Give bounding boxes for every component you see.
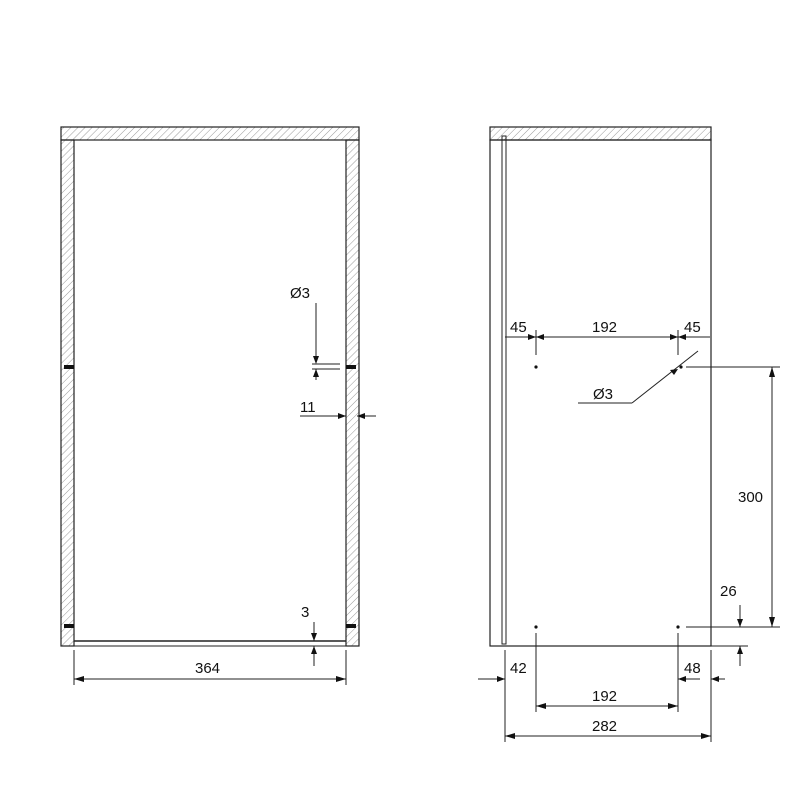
pin-marker xyxy=(346,624,356,628)
front-left-side xyxy=(60,139,75,647)
front-364-label: 364 xyxy=(195,660,220,677)
pin-marker xyxy=(64,624,74,628)
side-26-label: 26 xyxy=(720,583,737,600)
side-282-dim: 282 xyxy=(505,718,711,739)
side-300-label: 300 xyxy=(738,489,763,506)
side-view: 45 192 45 Ø3 300 26 xyxy=(478,126,780,742)
side-45-right-label: 45 xyxy=(684,319,701,336)
side-body xyxy=(489,139,712,647)
side-192-top-label: 192 xyxy=(592,319,617,336)
front-diameter-dim: Ø3 xyxy=(290,285,340,380)
side-48-label: 48 xyxy=(684,660,701,677)
hole-dot xyxy=(676,625,680,629)
front-diameter-label: Ø3 xyxy=(290,285,310,302)
front-right-side xyxy=(345,139,360,647)
side-door-strip xyxy=(501,135,507,645)
side-diameter-label: Ø3 xyxy=(593,386,613,403)
side-45-left-label: 45 xyxy=(510,319,527,336)
front-364-dim: 364 xyxy=(73,650,347,685)
side-42-label: 42 xyxy=(510,660,527,677)
side-top-panel xyxy=(489,126,712,141)
side-top-dims: 45 192 45 xyxy=(505,319,710,355)
front-11-dim: 11 xyxy=(300,399,376,419)
pin-marker xyxy=(346,365,356,369)
side-diameter-dim: Ø3 xyxy=(578,350,699,404)
front-11-label: 11 xyxy=(300,399,316,416)
front-top-panel xyxy=(60,126,360,141)
hole-dot xyxy=(534,365,538,369)
front-view: Ø3 11 3 364 xyxy=(60,126,376,685)
front-3-label: 3 xyxy=(301,604,309,621)
side-192-bottom-label: 192 xyxy=(592,688,617,705)
hole-dot xyxy=(679,365,683,369)
side-282-label: 282 xyxy=(592,718,617,735)
side-26-dim: 26 xyxy=(711,583,748,666)
front-3-dim: 3 xyxy=(301,604,317,666)
side-42-48-dims: 42 48 xyxy=(478,633,725,742)
side-300-dim: 300 xyxy=(686,366,780,628)
hole-dot xyxy=(534,625,538,629)
pin-marker xyxy=(64,365,74,369)
side-192-bottom-dim: 192 xyxy=(536,688,678,709)
